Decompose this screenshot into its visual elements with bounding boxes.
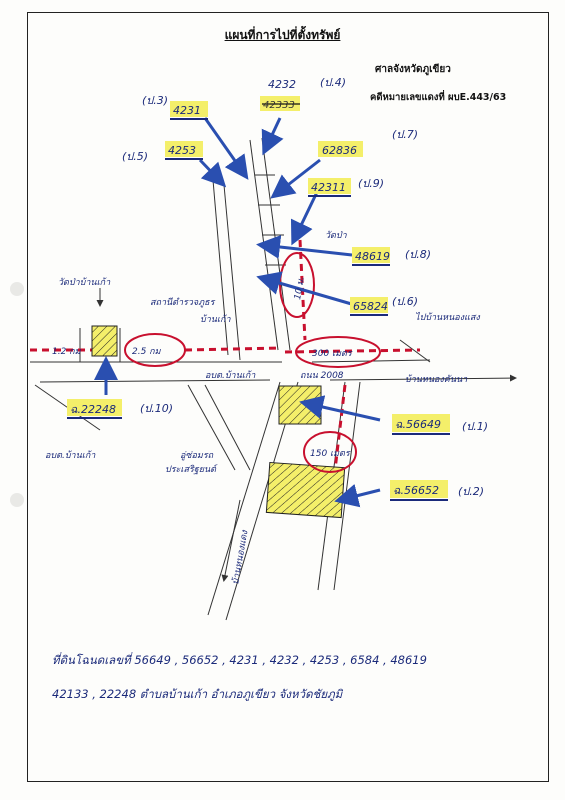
distance-1: 1.2 กม [52, 347, 82, 357]
parcel-9-label: 42311 [311, 181, 346, 194]
page-border [27, 12, 549, 782]
parcel-2-tag: (ป.2) [458, 485, 484, 498]
parcel-10-label: ฉ.22248 [70, 403, 116, 416]
parcel-9-tag: (ป.9) [358, 177, 384, 190]
parcel-3-tag: (ป.3) [142, 94, 168, 107]
court-name: ศาลจังหวัดภูเขียว [375, 64, 451, 75]
punch-hole [10, 493, 24, 507]
parcel-8-label: 48619 [355, 250, 390, 263]
parcel-6-label: 65824 [353, 300, 388, 313]
parcel-2-label: ฉ.56652 [393, 484, 439, 497]
north-road [212, 137, 291, 361]
footer-line-2: 42133 , 22248 ตำบลบ้านเก้า อำเภอภูเขียว … [52, 687, 343, 701]
parcel-7-label: 62836 [322, 144, 357, 157]
parcel-2-shape [265, 461, 346, 519]
parcel-4-label: 4232 [268, 78, 296, 91]
police-station-label: สถานีตำรวจภูธร [150, 297, 216, 308]
distance-4: 150 เมตร [310, 449, 351, 459]
to-nongkhon-label: บ้านหนองคันนา [405, 374, 468, 385]
parcel-10-tag: (ป.10) [140, 402, 173, 415]
label-underlines [67, 103, 450, 501]
wat-pa-label: วัดป่าบ้านเก้า [58, 277, 111, 288]
footer-line-1: ที่ดินโฉนดเลขที่ 56649 , 56652 , 4231 , … [52, 653, 427, 667]
distance-3: 300 เมตร [312, 349, 353, 359]
to-nongsaeng-label: ไปบ้านหนองแสง [415, 311, 480, 323]
parcel-8-tag: (ป.8) [405, 248, 431, 261]
route-line [30, 239, 421, 471]
parcel-3-label: 4231 [173, 104, 201, 117]
parcel-5-label: 4253 [168, 144, 196, 157]
police-station-label-2: บ้านเก้า [200, 314, 231, 325]
parcel-10-shape [91, 325, 118, 357]
label-highlights [67, 96, 450, 498]
map-title: แผนที่การไปที่ตั้งทรัพย์ [224, 28, 341, 42]
distance-5: 10 ม. [293, 276, 307, 300]
parcel-6-tag: (ป.6) [392, 295, 418, 308]
parcel-5-tag: (ป.5) [122, 150, 148, 163]
obt-label-2: อบต.บ้านเก้า [45, 450, 96, 461]
parcel-1-label: ฉ.56649 [395, 418, 441, 431]
road-label: ถนน 2008 [300, 371, 344, 381]
parcel-4-tag: (ป.4) [320, 76, 346, 89]
parcel-4-crossed: 42333 [263, 100, 295, 111]
pointer-arrows [94, 117, 381, 508]
obt-label: อบต.บ้านเก้า [205, 370, 256, 381]
to-village-label: บ้านหนองแดง [230, 529, 250, 586]
parcel-1-tag: (ป.1) [462, 420, 488, 433]
punch-hole [10, 282, 24, 296]
garage-label-2: ประเสริฐยนต์ [165, 464, 218, 475]
distance-2: 2.5 กม [132, 347, 162, 357]
case-number: คดีหมายเลขแดงที่ ผบE.443/63 [370, 92, 507, 103]
parcel-7-tag: (ป.7) [392, 128, 418, 141]
wat-label: วัดป่า [325, 230, 348, 241]
garage-label: อู่ซ่อมรถ [180, 451, 214, 461]
